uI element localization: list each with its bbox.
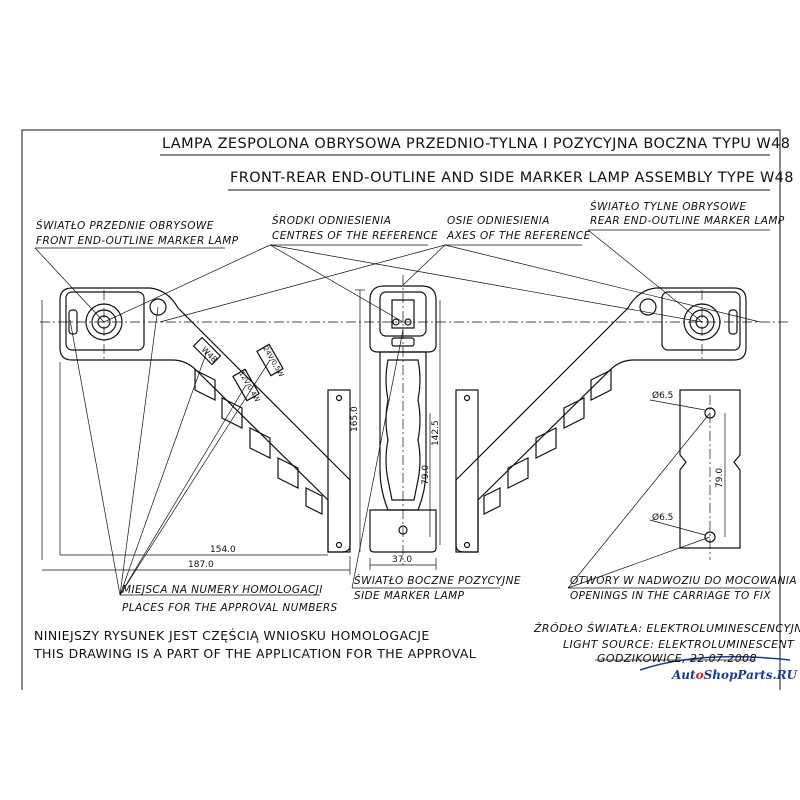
watermark-logo: AutoShopParts.RU [672,668,797,682]
callout-front-lamp-pl: ŚWIATŁO PRZEDNIE OBRYSOWE [36,220,214,232]
callout-rear-lamp-en: REAR END-OUTLINE MARKER LAMP [590,215,785,227]
dim-height-hole: 79.0 [421,465,431,485]
approval-number-box-w48 [192,336,222,366]
front-lamp-body [59,287,351,553]
dim-width-arm: 154.0 [210,545,236,555]
dim-hole-dia-bottom: Ø6.5 [652,512,673,523]
title-english: FRONT-REAR END-OUTLINE AND SIDE MARKER L… [230,170,794,186]
approval-number-box-12v [232,368,260,402]
callout-openings-en: OPENINGS IN THE CARRIAGE TO FIX [570,590,771,602]
callout-axes-en: AXES OF THE REFERENCE [447,230,591,242]
side-marker-lamp-body [369,285,437,553]
callout-openings-pl: OTWORY W NADWOZIU DO MOCOWANIA [570,575,797,587]
title-polish: LAMPA ZESPOLONA OBRYSOWA PRZEDNIO-TYLNA … [162,136,791,152]
callout-approval-pl: MIEJSCA NA NUMERY HOMOLOGACJI [122,584,323,596]
note-drawing-pl: NINIEJSZY RYSUNEK JEST CZĘŚCIĄ WNIOSKU H… [34,628,430,643]
watermark-suffix: .RU [772,668,798,682]
callout-side-lamp-en: SIDE MARKER LAMP [354,590,465,602]
callout-approval-en: PLACES FOR THE APPROVAL NUMBERS [122,602,338,614]
callout-axes-pl: OSIE ODNIESIENIA [447,215,550,227]
watermark-o: o [695,668,704,682]
watermark-mid: ShopParts [703,668,773,682]
dim-hole-dia-top: Ø6.5 [652,390,673,401]
dim-height-side: 142.5 [431,420,441,446]
marking-24v: 24V/0,5W [261,345,285,379]
watermark-prefix: Aut [672,668,696,682]
dim-height-total: 165.0 [350,406,360,432]
rear-lamp-body [455,287,747,553]
dim-width-total: 187.0 [188,560,214,570]
callout-side-lamp-pl: ŚWIATŁO BOCZNE POZYCYJNE [354,575,521,587]
callout-centres-pl: ŚRODKI ODNIESIENIA [272,215,392,227]
dim-width-side: 37.0 [392,555,412,565]
callout-centres-en: CENTRES OF THE REFERENCE [272,230,439,242]
marking-12v: 12V/0,4W [237,370,261,404]
sheet-border [21,129,781,690]
approval-number-box-24v [256,343,284,377]
note-place-date: GODZIKOWICE, 22.07.2008 [597,652,757,665]
callout-front-lamp-en: FRONT END-OUTLINE MARKER LAMP [36,235,239,247]
callout-rear-lamp-pl: ŚWIATŁO TYLNE OBRYSOWE [590,201,747,213]
note-source-pl: ŹRÓDŁO ŚWIATŁA: ELEKTROLUMINESCENCYJNE [534,622,800,635]
note-drawing-en: THIS DRAWING IS A PART OF THE APPLICATIO… [34,646,477,661]
note-source-en: LIGHT SOURCE: ELEKTROLUMINESCENT [563,638,795,651]
dim-hole-spacing: 79.0 [715,468,725,488]
